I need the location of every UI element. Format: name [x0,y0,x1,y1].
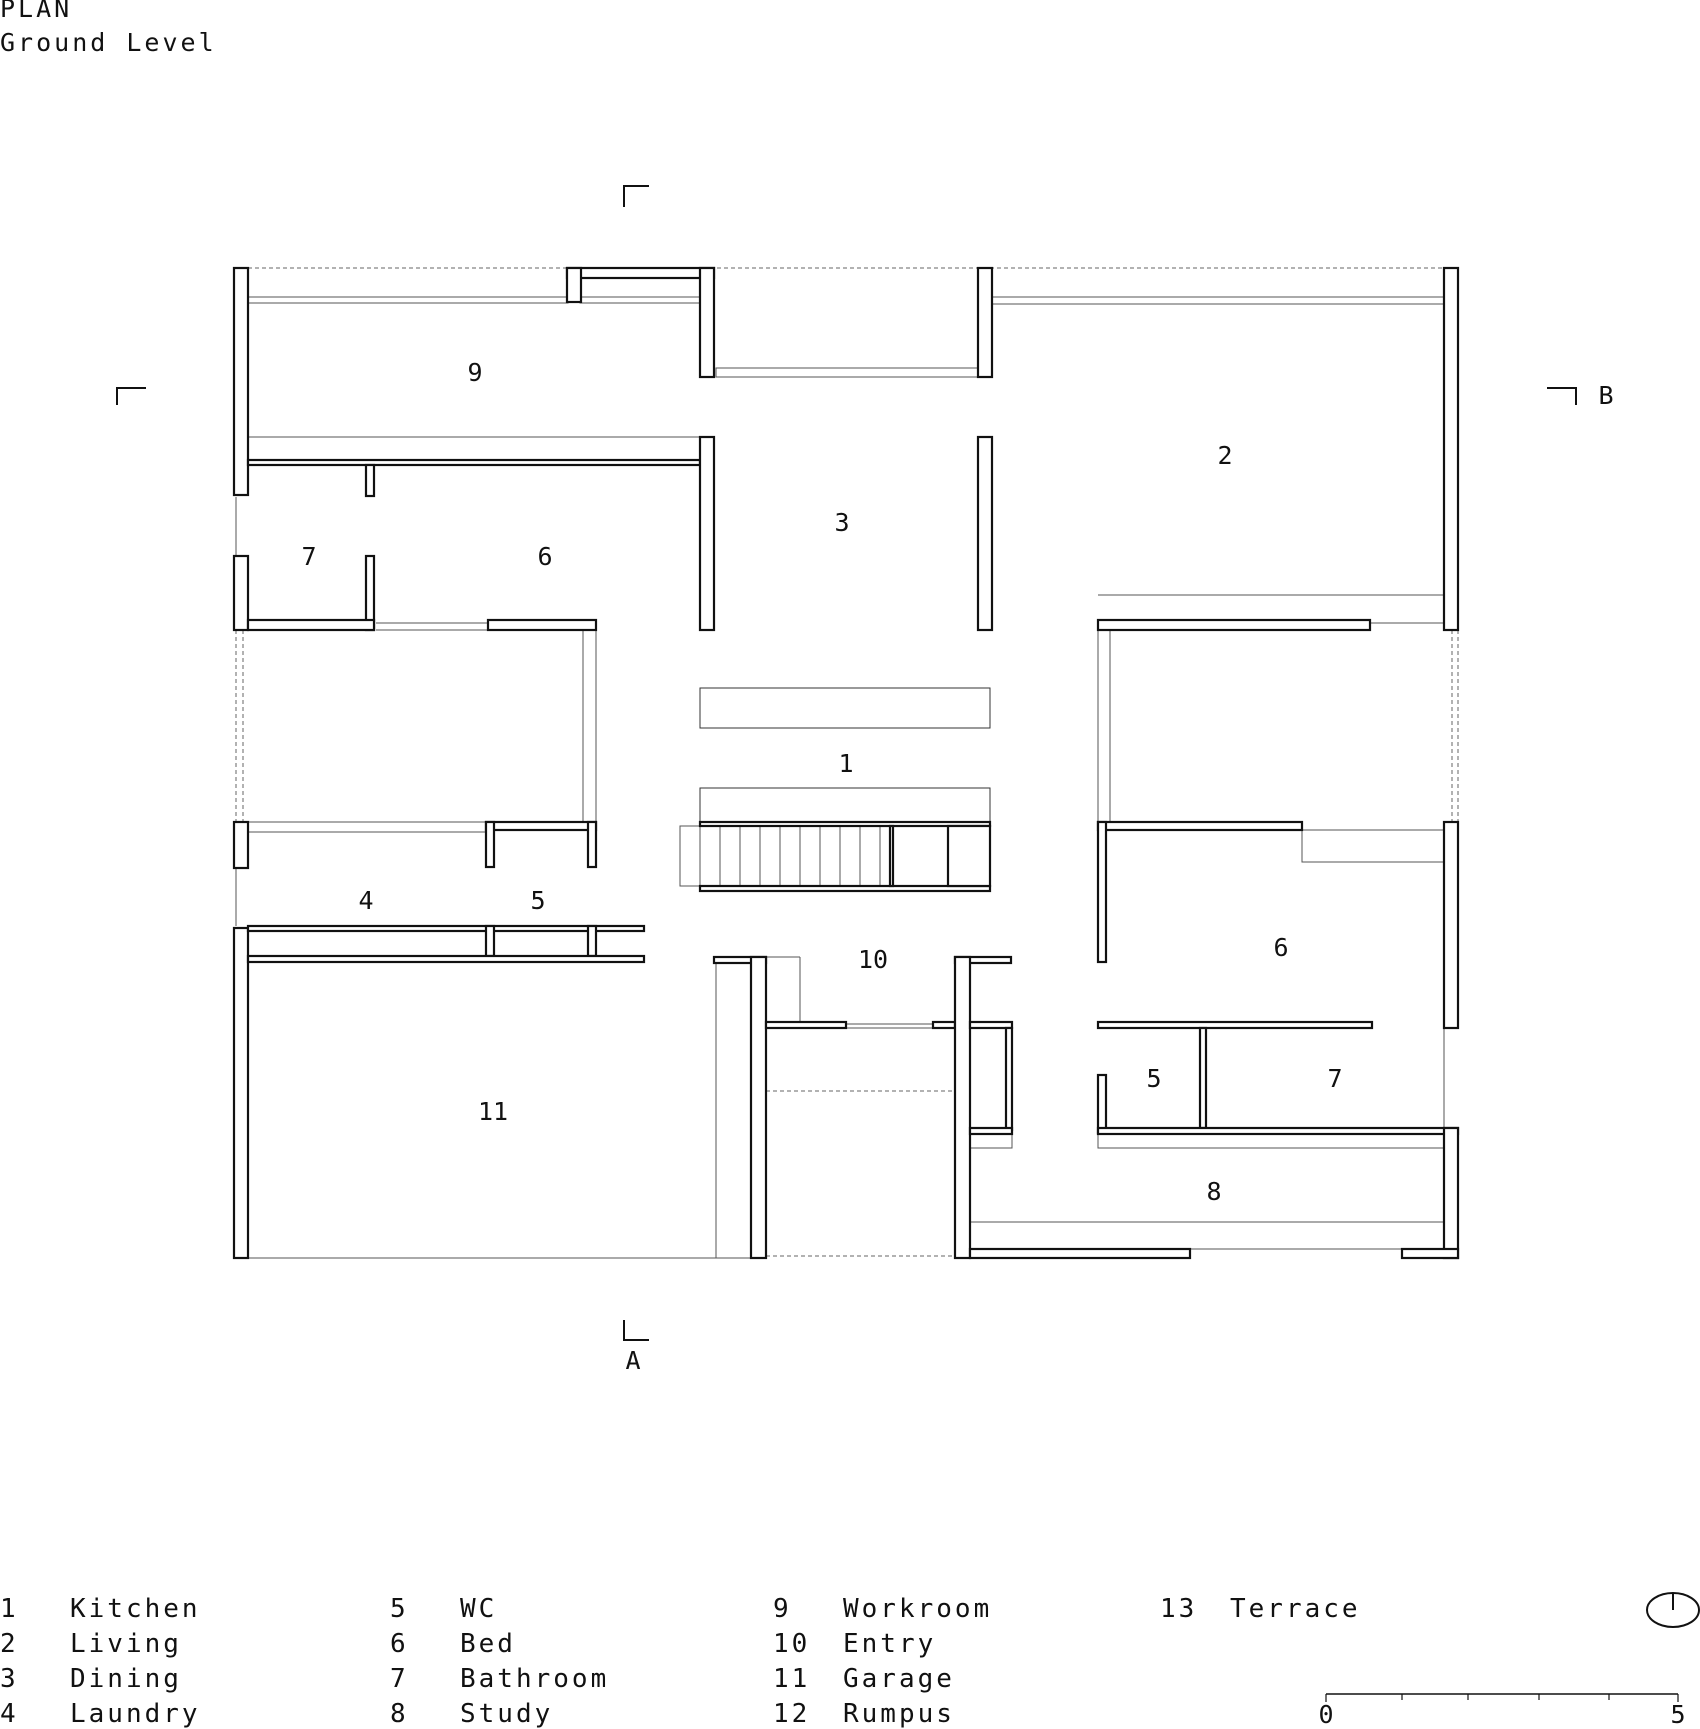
scale-end: 5 [1670,1700,1685,1727]
scale-bar [1325,1693,1679,1702]
stair [679,820,992,893]
section-marker-b-right [1547,387,1577,405]
section-marker-b-left [116,387,146,405]
room-label-study: 8 [1206,1177,1221,1206]
north-arrow-icon [1646,1592,1700,1628]
room-label-laundry: 4 [358,886,373,915]
room-label-entry: 10 [858,945,888,974]
envelope-dashed [235,267,1459,1257]
section-marker-a-bottom [623,1320,649,1341]
section-label-a: A [625,1346,640,1375]
room-label-bathroom-east: 7 [1327,1064,1342,1093]
section-marker-a-top [623,185,649,207]
room-label-bed-east: 6 [1273,933,1288,962]
section-label-b: B [1598,381,1613,410]
walls [232,266,1460,1260]
plan-title: PLAN [0,0,73,23]
room-label-workroom: 9 [467,358,482,387]
room-label-garage: 11 [478,1097,508,1126]
plan-subtitle: Ground Level [0,28,217,57]
room-label-dining: 3 [834,508,849,537]
room-label-living: 2 [1217,441,1232,470]
room-label-wc-west: 5 [530,886,545,915]
room-label-kitchen: 1 [838,749,853,778]
room-label-bathroom-west: 7 [301,542,316,571]
room-label-bed-west: 6 [537,542,552,571]
room-label-wc-east: 5 [1146,1064,1161,1093]
scale-start: 0 [1318,1700,1333,1727]
